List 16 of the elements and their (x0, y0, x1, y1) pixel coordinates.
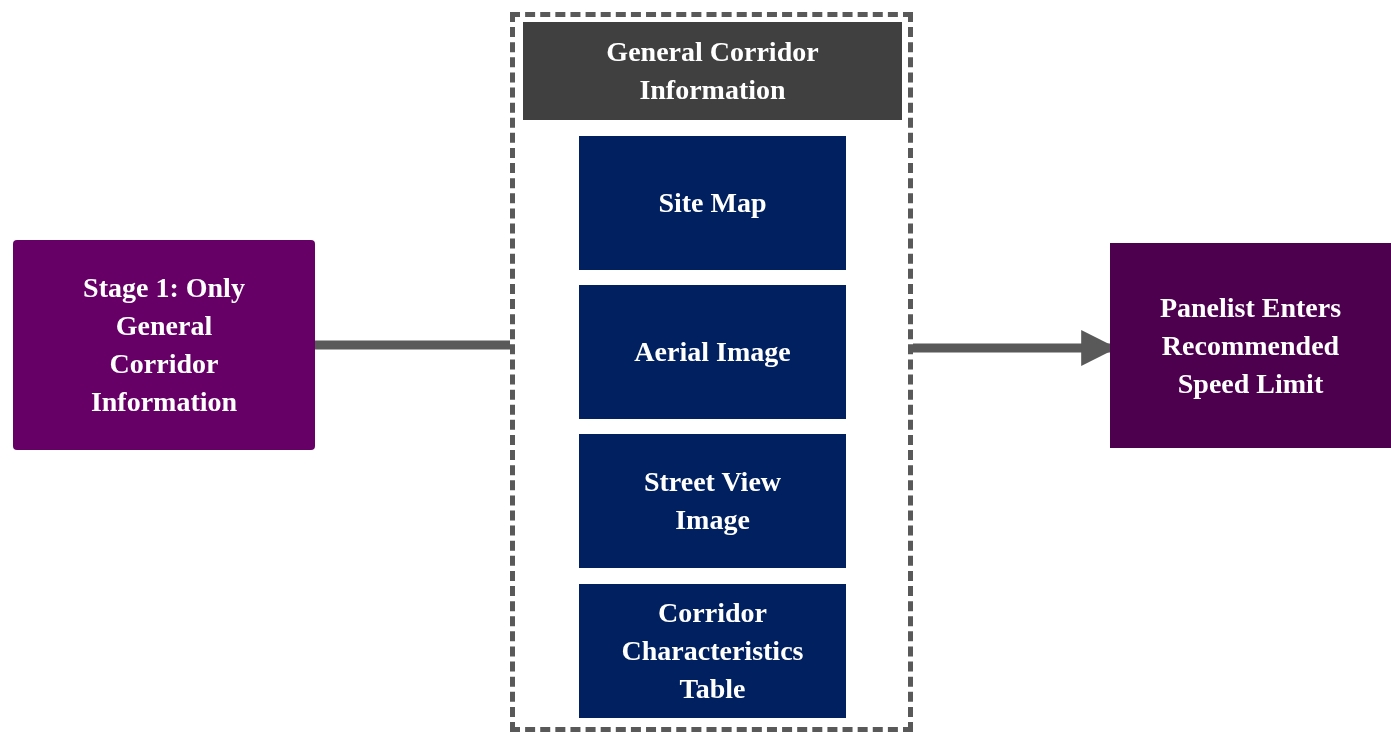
connector-line (315, 340, 510, 350)
process-box (579, 285, 846, 419)
node-label: Street View Image (642, 465, 783, 537)
node-label: Stage 1: Only General Corridor Information (82, 271, 246, 419)
node-label: Aerial Image (633, 335, 792, 369)
process-box (579, 136, 846, 270)
node-label: Panelist Enters Recommended Speed Limit (1158, 290, 1343, 401)
process-box (1110, 243, 1391, 448)
process-box (13, 240, 315, 450)
node-label: Corridor Characteristics Table (620, 596, 805, 706)
dashed-group-box (510, 12, 913, 732)
node-label: Site Map (657, 186, 768, 220)
process-box (579, 434, 846, 568)
header-box (523, 22, 902, 120)
node-label: General Corridor Information (605, 35, 820, 107)
process-box (579, 584, 846, 718)
